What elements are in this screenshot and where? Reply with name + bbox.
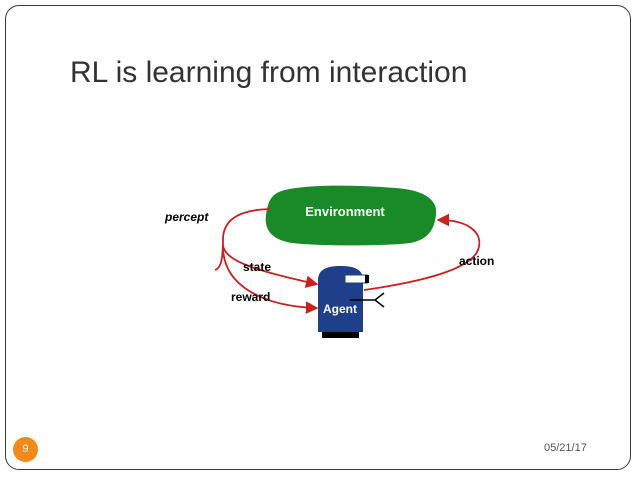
environment-label: Environment bbox=[305, 204, 385, 219]
state-arrow bbox=[222, 244, 319, 288]
action-label: action bbox=[459, 254, 494, 268]
percept-label: percept bbox=[164, 210, 209, 224]
slide-title: RL is learning from interaction bbox=[70, 56, 468, 89]
environment-shape bbox=[265, 185, 437, 246]
reward-label: reward bbox=[231, 290, 270, 304]
slide-date: 05/21/17 bbox=[544, 442, 587, 454]
slide-frame bbox=[5, 5, 631, 470]
agent-label: Agent bbox=[323, 302, 357, 316]
page-number-badge: 9 bbox=[13, 437, 38, 462]
agent-figure bbox=[318, 266, 385, 338]
reward-arrow bbox=[222, 244, 319, 314]
state-label: state bbox=[243, 260, 271, 274]
percept-arrow bbox=[214, 208, 271, 271]
action-arrow bbox=[363, 213, 481, 291]
